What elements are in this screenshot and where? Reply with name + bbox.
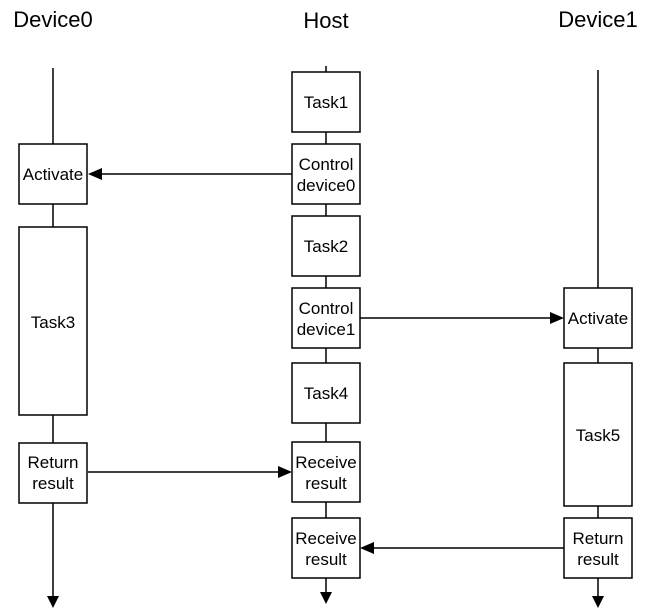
svg-text:Task2: Task2: [304, 237, 348, 256]
box-host-control-device1: Control device1: [291, 287, 361, 349]
box-device1-return-result: Return result: [563, 517, 633, 579]
svg-text:Return: Return: [27, 453, 78, 472]
arrowhead-activate-device1: [550, 312, 564, 324]
svg-text:Return: Return: [572, 529, 623, 548]
lane-title-device0: Device0: [13, 7, 92, 32]
lane-title-device1: Device1: [558, 7, 637, 32]
box-host-receive-result-2: Receive result: [291, 517, 361, 579]
box-device1-task5: Task5: [563, 362, 633, 507]
box-device1-activate: Activate: [563, 287, 633, 349]
svg-text:device1: device1: [297, 320, 356, 339]
box-host-task4: Task4: [291, 362, 361, 424]
box-host-task2: Task2: [291, 215, 361, 277]
box-device0-activate: Activate: [18, 143, 88, 205]
svg-text:Receive: Receive: [295, 453, 356, 472]
box-device0-task3: Task3: [18, 226, 88, 416]
lane-title-host: Host: [303, 8, 348, 33]
svg-text:Receive: Receive: [295, 529, 356, 548]
arrowhead-activate-device0: [88, 168, 102, 180]
svg-text:result: result: [32, 474, 74, 493]
svg-text:Task4: Task4: [304, 384, 348, 403]
arrowhead-receive-result-1: [278, 466, 292, 478]
svg-text:Activate: Activate: [568, 309, 628, 328]
svg-text:Control: Control: [299, 299, 354, 318]
svg-text:Task1: Task1: [304, 93, 348, 112]
svg-text:result: result: [305, 550, 347, 569]
svg-text:Control: Control: [299, 155, 354, 174]
svg-text:Activate: Activate: [23, 165, 83, 184]
svg-text:Task3: Task3: [31, 313, 75, 332]
device0-lifeline-arrowhead: [47, 596, 59, 608]
device1-lifeline-arrowhead: [592, 596, 604, 608]
arrowhead-receive-result-2: [360, 542, 374, 554]
box-device0-return-result: Return result: [18, 442, 88, 504]
svg-text:result: result: [305, 474, 347, 493]
svg-text:Task5: Task5: [576, 426, 620, 445]
box-host-control-device0: Control device0: [291, 143, 361, 205]
svg-text:result: result: [577, 550, 619, 569]
box-host-receive-result-1: Receive result: [291, 441, 361, 503]
svg-text:device0: device0: [297, 176, 356, 195]
box-host-task1: Task1: [291, 71, 361, 133]
host-lifeline-arrowhead: [320, 592, 332, 604]
